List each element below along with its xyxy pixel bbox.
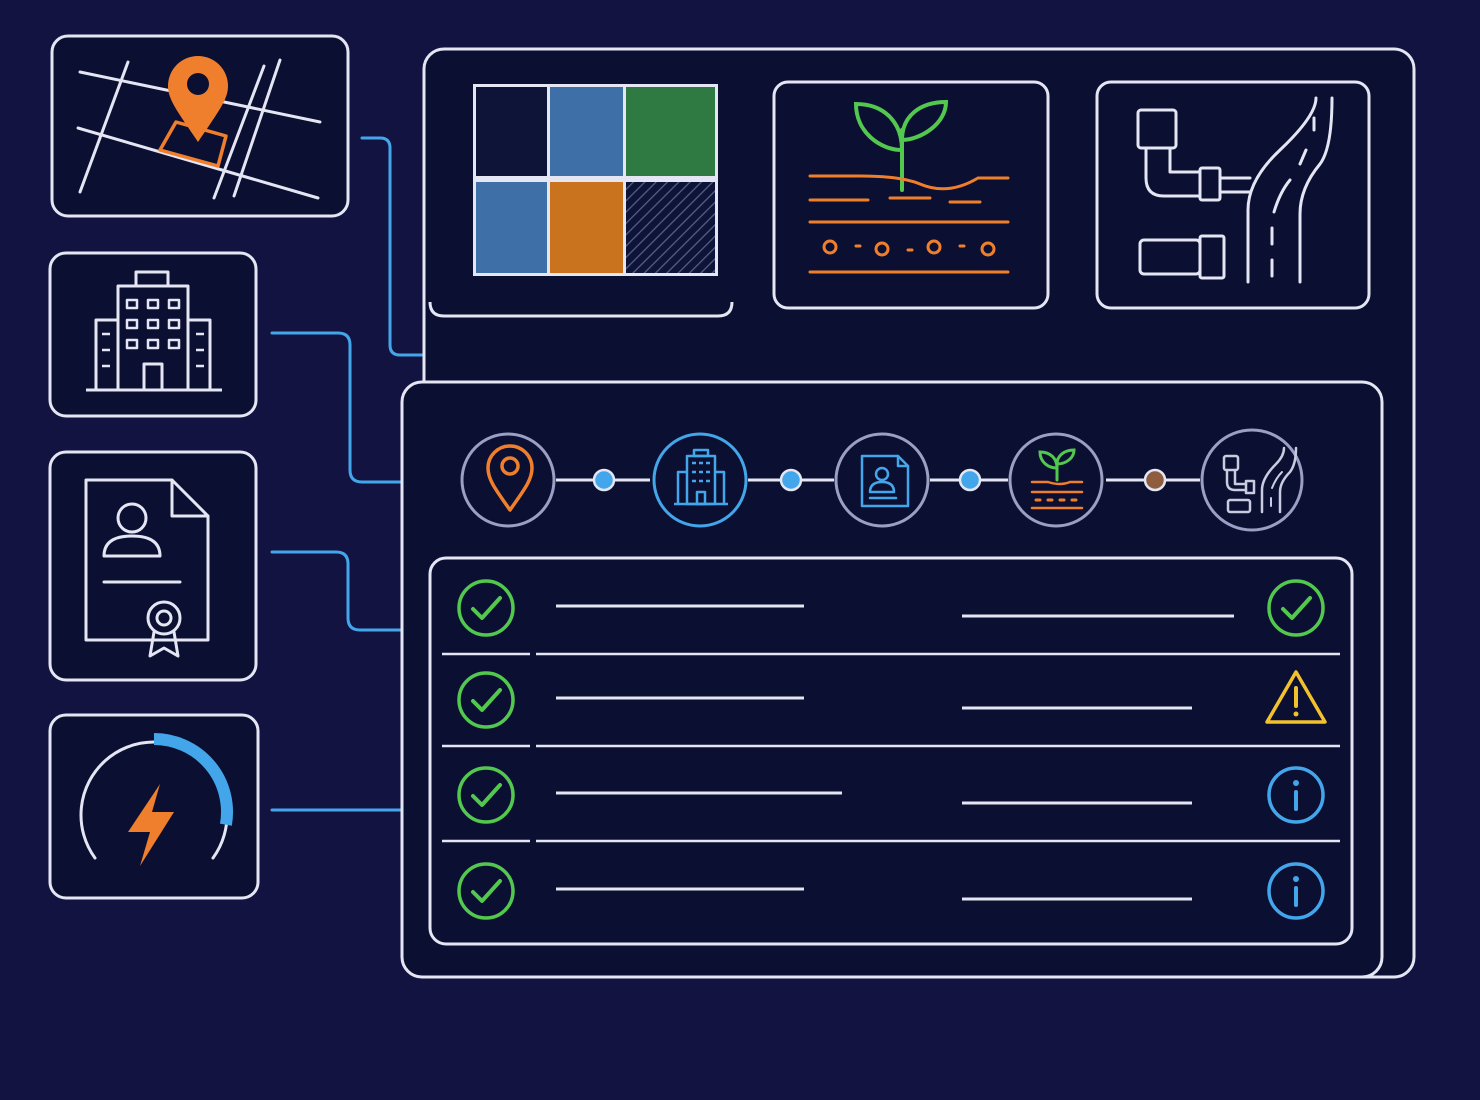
office-building-icon [86, 270, 222, 392]
map-location-card[interactable] [50, 34, 350, 218]
top-cards [428, 80, 1371, 318]
certificate-document-icon [860, 454, 910, 508]
seedling-soil-icon [808, 99, 1010, 274]
step-2-building[interactable] [652, 432, 748, 528]
connector-building-to-panel [270, 331, 404, 484]
land-use-grid-icon [473, 84, 718, 276]
pipes-road-card[interactable] [1095, 80, 1371, 310]
street-map-icon [76, 58, 322, 200]
step-1-location[interactable] [460, 432, 556, 528]
checklist-row[interactable] [457, 862, 1325, 920]
check-circle-icon [457, 579, 515, 637]
info-circle-icon [1267, 766, 1325, 824]
checklist-row[interactable] [442, 579, 1340, 656]
map-pin-icon [486, 444, 534, 512]
seedling-soil-icon [1030, 448, 1084, 510]
step-4-soil[interactable] [1008, 432, 1104, 528]
step-3-document[interactable] [834, 432, 930, 528]
energy-gauge-card[interactable] [48, 713, 260, 900]
check-circle-icon [457, 862, 515, 920]
map-pin-icon [168, 56, 228, 142]
progress-dot [1143, 468, 1167, 492]
pipes-road-icon [1136, 96, 1334, 284]
connector-document-to-panel [270, 550, 404, 632]
step-dots [592, 468, 1167, 492]
lightning-gauge-icon [79, 733, 233, 866]
office-building-icon [674, 448, 728, 506]
side-cards [48, 34, 350, 900]
progress-dot [779, 468, 803, 492]
certificate-document-icon [84, 478, 210, 658]
step-5-pipes-road[interactable] [1200, 428, 1304, 532]
soil-layers-card[interactable] [772, 80, 1050, 310]
progress-dot [958, 468, 982, 492]
progress-dot [592, 468, 616, 492]
warning-triangle-icon [1265, 670, 1327, 724]
checklist [442, 579, 1340, 920]
check-circle-icon [457, 671, 515, 729]
certificate-document-card[interactable] [48, 450, 258, 682]
land-use-grid-card[interactable] [428, 84, 734, 318]
checklist-row[interactable] [442, 766, 1340, 843]
check-circle-icon [1267, 579, 1325, 637]
building-card[interactable] [48, 251, 258, 418]
lightning-bolt-icon [128, 784, 174, 866]
checklist-row[interactable] [442, 670, 1340, 748]
step-progress [460, 428, 1304, 532]
parcel-outline [158, 120, 228, 168]
check-circle-icon [457, 766, 515, 824]
pipes-road-icon [1222, 446, 1298, 514]
gauge-fill [153, 733, 233, 826]
info-circle-icon [1267, 862, 1325, 920]
